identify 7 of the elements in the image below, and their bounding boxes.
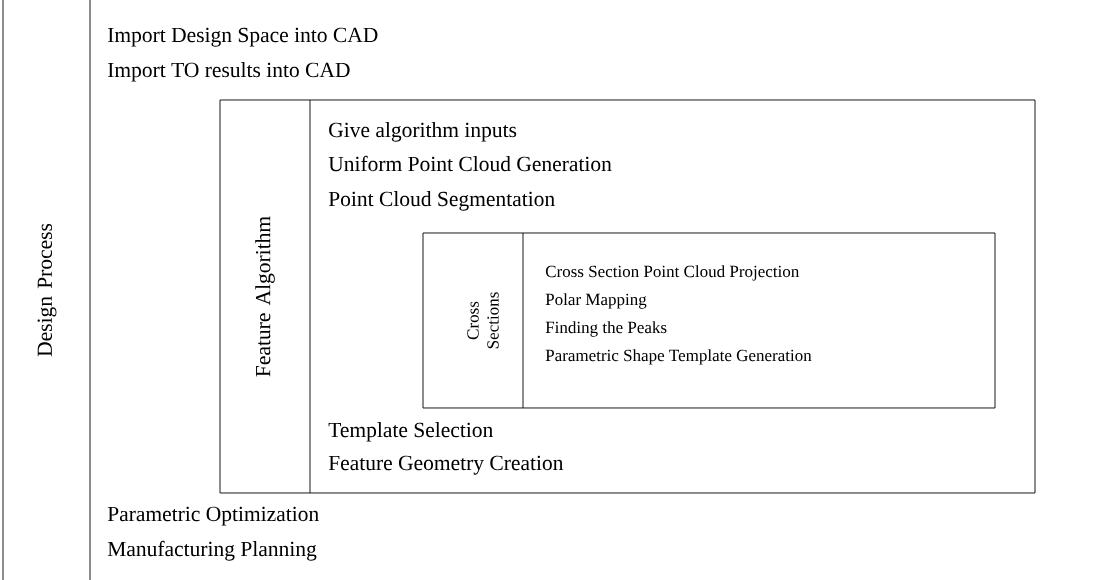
process-box: Cross Sections Cross Section Point Cloud Projection Polar Mapping Finding the Peaks Parametric Shape Template Generation [422, 232, 996, 409]
node-label: Template Selection [328, 422, 493, 442]
node-label: Point Cloud Segmentation [328, 191, 555, 211]
node-label: Feature Geometry Creation [328, 455, 564, 475]
node-label: Uniform Point Cloud Generation [328, 155, 612, 172]
node-label: Feature Algorithm [255, 216, 275, 377]
node-label: Give algorithm inputs [329, 122, 517, 142]
